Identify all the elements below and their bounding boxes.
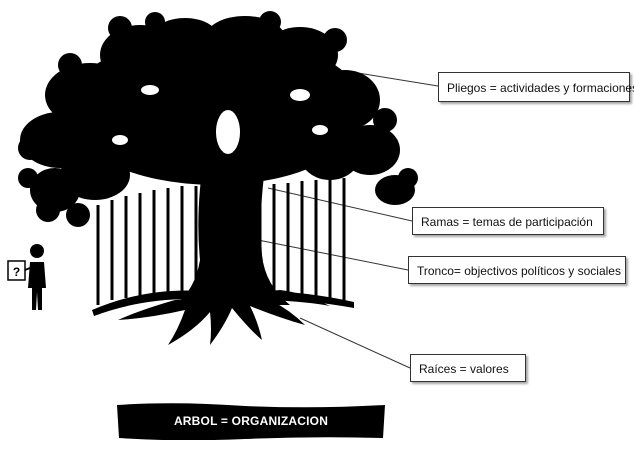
roots bbox=[118, 290, 330, 345]
person-with-question-sign-icon: ? bbox=[7, 244, 46, 310]
canopy bbox=[18, 11, 418, 227]
label-pliegos: Pliegos = actividades y formaciones bbox=[438, 72, 634, 102]
leader-line-ramas bbox=[267, 187, 413, 222]
label-tronco: Tronco= objectivos políticos y sociales bbox=[408, 256, 626, 284]
svg-text:?: ? bbox=[13, 265, 20, 279]
branch-gaps bbox=[112, 85, 328, 154]
diagram-title: ARBOL = ORGANIZACION bbox=[173, 414, 329, 428]
trunk bbox=[175, 150, 290, 305]
label-ramas: Ramas = temas de participación bbox=[412, 207, 604, 235]
tree-icon bbox=[18, 11, 418, 345]
leader-lines bbox=[257, 71, 439, 369]
leader-line-raices bbox=[299, 317, 411, 369]
title-banner: ARBOL = ORGANIZACION bbox=[115, 403, 387, 440]
label-raices: Raíces = valores bbox=[410, 354, 526, 382]
leader-line-pliegos bbox=[351, 71, 439, 87]
banner-shape bbox=[117, 403, 385, 440]
leader-line-tronco bbox=[257, 239, 409, 271]
